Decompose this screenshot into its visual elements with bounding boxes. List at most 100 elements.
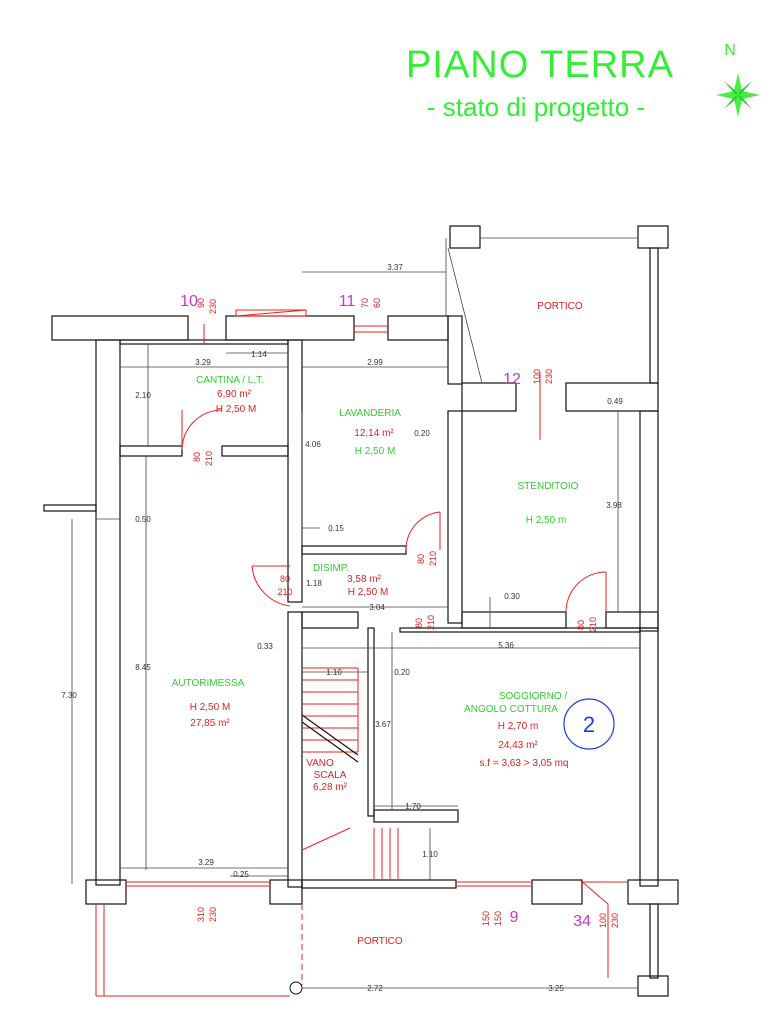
opening-height: 210 xyxy=(204,451,214,466)
room-height: H 2,50 M xyxy=(348,587,389,598)
dimension-lines xyxy=(71,271,640,989)
opening-width: 80 xyxy=(416,554,426,564)
downpipe-icon xyxy=(289,981,303,995)
opening-height: 210 xyxy=(588,617,598,632)
wall-soggiorno-top xyxy=(399,627,641,633)
wall-stend-top-left xyxy=(461,382,517,412)
pier-south-corner xyxy=(627,879,679,905)
opening-width: 80 xyxy=(280,574,290,584)
room-portico-bottom: PORTICO xyxy=(357,936,403,947)
opening-height: 230 xyxy=(208,907,218,922)
room-soggiorno: SOGGIORNO / ANGOLO COTTURA H 2,70 m 24,4… xyxy=(464,691,568,769)
opening-stenditoio-door: 80 210 xyxy=(576,617,598,632)
dimension-texts: 3.37 3.29 1.14 2.99 2.10 0.49 0.20 4.06 … xyxy=(61,263,623,993)
opening-height: 60 xyxy=(372,298,382,308)
room-name-line1: SOGGIORNO / xyxy=(499,691,568,702)
room-name-line2: SCALA xyxy=(314,770,347,781)
wall-stair-top xyxy=(301,611,359,629)
wall-cantina-lav xyxy=(287,339,303,603)
room-height: H 2,70 m xyxy=(498,721,539,732)
room-vano-scala: VANO SCALA 6,28 m² xyxy=(306,758,347,793)
dim-text: 8.45 xyxy=(135,663,151,672)
opening-disimp-left-door: 80 210 xyxy=(277,574,292,597)
wall-stair-ledge xyxy=(373,809,459,823)
dim-text: 5.36 xyxy=(498,641,514,650)
dim-text: 3.29 xyxy=(195,358,211,367)
room-area: 3,58 m² xyxy=(347,574,382,585)
dim-text: 3.25 xyxy=(548,984,564,993)
opening-width: 70 xyxy=(360,298,370,308)
opening-height: 230 xyxy=(610,913,620,928)
opening-width: 310 xyxy=(196,907,206,922)
dim-text: 0.15 xyxy=(328,524,344,533)
room-area: 12,14 m² xyxy=(354,428,394,439)
opening-width: 80 xyxy=(192,452,202,462)
opening-9: 150 150 9 xyxy=(481,909,519,926)
opening-height: 210 xyxy=(426,615,436,630)
opening-height: 230 xyxy=(544,369,554,384)
dim-text: 0.49 xyxy=(607,397,623,406)
opening-disimp-bottom-door: 80 210 xyxy=(414,615,436,630)
dim-text: 1.70 xyxy=(405,802,421,811)
room-name-line1: VANO xyxy=(306,758,334,769)
room-name-line2: ANGOLO COTTURA xyxy=(464,704,558,715)
opening-width: 100 xyxy=(598,913,608,928)
room-area: 27,85 m² xyxy=(190,718,230,729)
dim-text: 3.04 xyxy=(369,603,385,612)
opening-width: 100 xyxy=(532,369,542,384)
opening-10: 10 90 230 xyxy=(180,293,218,314)
dim-text: 4.06 xyxy=(305,440,321,449)
wall-garage-stair xyxy=(287,611,303,888)
wall-east xyxy=(639,410,659,632)
wall-north-right xyxy=(387,315,449,341)
pier-south-mid xyxy=(269,879,303,905)
badge-circle xyxy=(563,698,615,750)
portico-bottom-outline xyxy=(95,904,303,997)
canopy-west xyxy=(43,504,97,512)
opening-width: 80 xyxy=(414,618,424,628)
opening-number: 9 xyxy=(510,909,519,926)
room-height: H 2,50 M xyxy=(190,702,231,713)
opening-number: 34 xyxy=(573,913,591,930)
room-disimp: DISIMP. 3,58 m² H 2,50 M xyxy=(313,563,388,598)
wall-stend-bottom-right xyxy=(605,611,659,629)
badge-number: 2 xyxy=(583,712,595,737)
dim-text: 0.33 xyxy=(257,642,273,651)
page-title: PIANO TERRA xyxy=(406,44,674,86)
opening-height: 150 xyxy=(493,911,503,926)
pier-portico-south xyxy=(637,975,669,997)
wall-south-stair xyxy=(301,879,457,889)
room-name: STENDITOIO xyxy=(518,481,579,492)
unit-badge: 2 xyxy=(563,698,615,750)
room-autorimessa: AUTORIMESSA H 2,50 M 27,85 m² xyxy=(172,678,245,729)
opening-height: 210 xyxy=(277,587,292,597)
room-height: H 2,50 m xyxy=(526,515,567,526)
dim-text: 1.10 xyxy=(326,668,342,677)
dim-text: 2.10 xyxy=(135,391,151,400)
room-area: 6,28 m² xyxy=(313,782,348,793)
wall-north-mid xyxy=(225,315,355,341)
opening-number: 11 xyxy=(339,293,356,310)
room-name: AUTORIMESSA xyxy=(172,678,245,689)
room-area: 6,90 m² xyxy=(217,389,252,400)
openings-graphics xyxy=(126,309,628,978)
dim-text: 3.98 xyxy=(606,501,622,510)
wall-east-lower xyxy=(639,627,659,887)
room-portico-top: PORTICO xyxy=(537,301,583,312)
dim-text: 2.72 xyxy=(367,984,383,993)
room-cantina: CANTINA / L.T. 6,90 m² H 2,50 M xyxy=(196,375,264,415)
north-label: N xyxy=(724,42,736,59)
wall-cantina-bottom-left xyxy=(119,445,183,457)
dim-text: 7.30 xyxy=(61,691,77,700)
staircase xyxy=(301,667,399,880)
dim-text: 1.18 xyxy=(306,579,322,588)
room-note: s.f = 3,63 > 3,05 mq xyxy=(480,758,569,769)
dim-text: 0.50 xyxy=(135,515,151,524)
room-height: H 2,50 M xyxy=(355,446,396,457)
walls xyxy=(43,225,679,997)
opening-11: 11 70 60 xyxy=(339,293,382,310)
column-portico-south xyxy=(649,903,659,979)
opening-height: 210 xyxy=(428,551,438,566)
compass-star-icon xyxy=(716,73,760,117)
dim-text: 1.14 xyxy=(251,350,267,359)
